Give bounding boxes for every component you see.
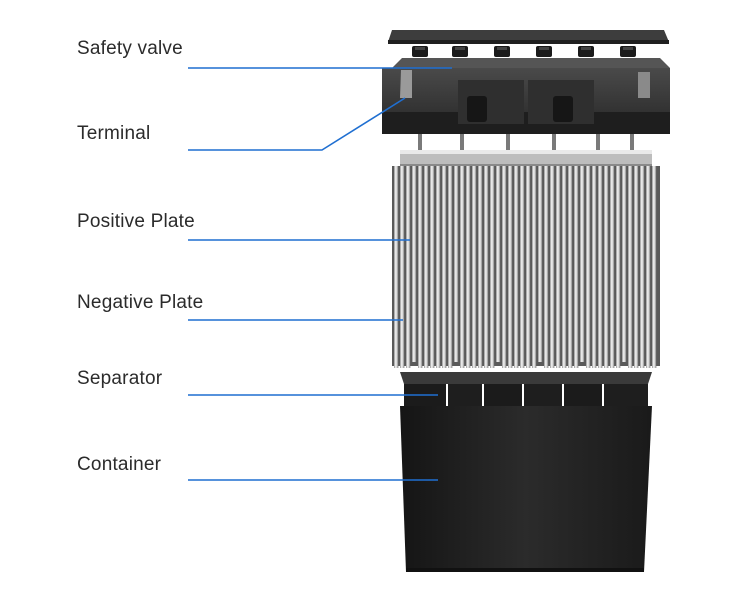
plate-fin — [646, 166, 651, 368]
plate-fin — [568, 166, 573, 368]
plate-straps — [400, 150, 652, 168]
plate-fin — [448, 166, 453, 368]
plate-fin — [400, 166, 405, 368]
leader-terminal — [188, 97, 406, 151]
plate-fin — [418, 166, 423, 368]
battery-lid — [382, 58, 670, 134]
plate-fin — [460, 166, 465, 368]
plate-fin — [616, 166, 621, 368]
plate-fin — [622, 166, 627, 362]
plate-fin — [490, 166, 495, 368]
plate-fin — [562, 166, 567, 368]
plate-fin — [538, 166, 543, 362]
plate-posts — [418, 134, 634, 152]
plate-fin — [442, 166, 447, 368]
plate-fin — [532, 166, 537, 368]
label-safety-valve: Safety valve — [77, 38, 183, 59]
plate-fin — [436, 166, 441, 368]
plate-fin — [592, 166, 597, 368]
label-positive-plate: Positive Plate — [77, 211, 195, 232]
plate-fin — [574, 166, 579, 368]
plate-fin — [586, 166, 591, 368]
plate-fin — [394, 166, 399, 368]
plate-fin — [424, 166, 429, 368]
label-terminal: Terminal — [77, 123, 151, 144]
plate-fin — [634, 166, 639, 368]
plate-fin — [520, 166, 525, 368]
plate-fin — [412, 166, 417, 362]
plate-stack — [392, 166, 660, 368]
plate-fin — [406, 166, 411, 368]
plate-fin — [484, 166, 489, 368]
plate-fin — [454, 166, 459, 362]
label-container: Container — [77, 454, 162, 475]
plate-fin — [526, 166, 531, 368]
plate-fin — [544, 166, 549, 368]
container — [400, 372, 652, 572]
plate-fin — [652, 166, 657, 368]
plate-fin — [640, 166, 645, 368]
plate-fin — [508, 166, 513, 368]
plate-fin — [610, 166, 615, 368]
plate-fin — [550, 166, 555, 368]
plate-fin — [430, 166, 435, 368]
label-negative-plate: Negative Plate — [77, 292, 204, 313]
plate-fin — [598, 166, 603, 368]
leader-lines — [188, 67, 452, 481]
plate-fin — [496, 166, 501, 362]
plate-fin — [466, 166, 471, 368]
safety-valve-caps — [412, 46, 636, 57]
plate-fin — [556, 166, 561, 368]
plate-fin — [502, 166, 507, 368]
top-cover — [388, 30, 669, 44]
plate-fin — [628, 166, 633, 368]
plate-fin — [604, 166, 609, 368]
plate-fin — [580, 166, 585, 362]
label-separator: Separator — [77, 368, 163, 389]
plate-fin — [478, 166, 483, 368]
plate-fin — [472, 166, 477, 368]
plate-fin — [514, 166, 519, 368]
